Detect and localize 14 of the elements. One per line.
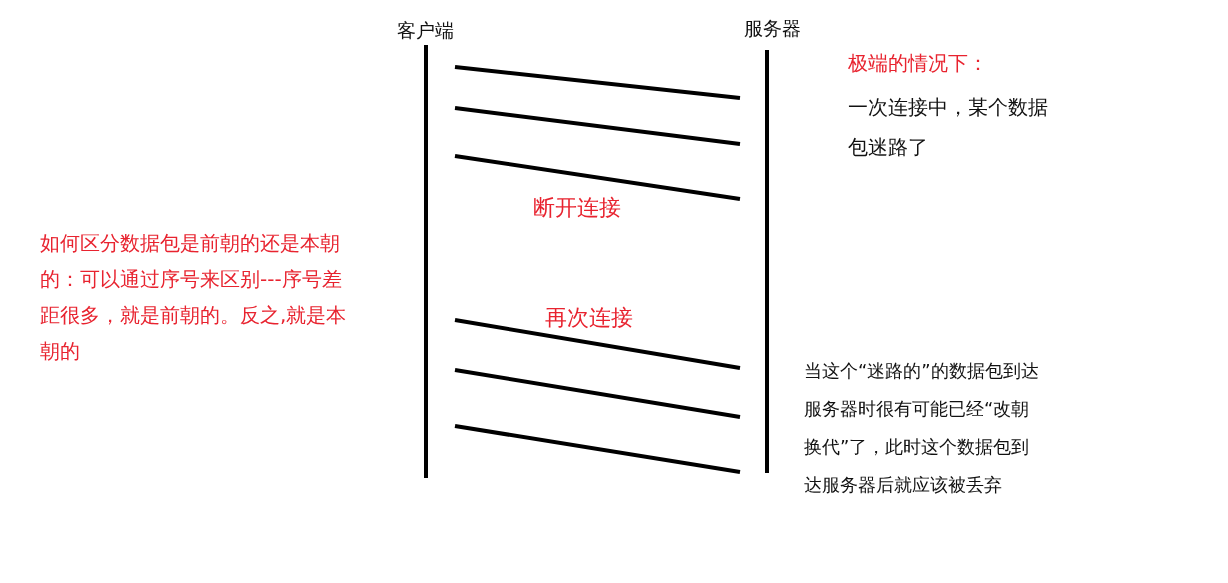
note-text: 当这个“迷路的”的数据包到达服务器时很有可能已经“改朝换代”了，此时这个数据包到达服务器后就应该被丢弃 [804, 359, 1040, 497]
message-line [454, 106, 741, 146]
message-line [454, 65, 741, 100]
note-text: 再次连接 [545, 304, 634, 332]
note-text: 极端的情况下： [848, 50, 989, 77]
note-text: 一次连接中，某个数据包迷路了 [848, 94, 1049, 161]
message-line [454, 318, 741, 370]
message-line [454, 424, 741, 474]
note-text: 断开连接 [533, 194, 622, 222]
note-text: 如何区分数据包是前朝的还是本朝的：可以通过序号来区别---序号差距很多，就是前朝的。反之,就是本朝的 [40, 230, 348, 365]
message-line [454, 368, 741, 419]
message-line [454, 154, 741, 201]
lifeline-title: 服务器 [742, 16, 802, 41]
lifeline-title: 客户端 [395, 18, 455, 43]
